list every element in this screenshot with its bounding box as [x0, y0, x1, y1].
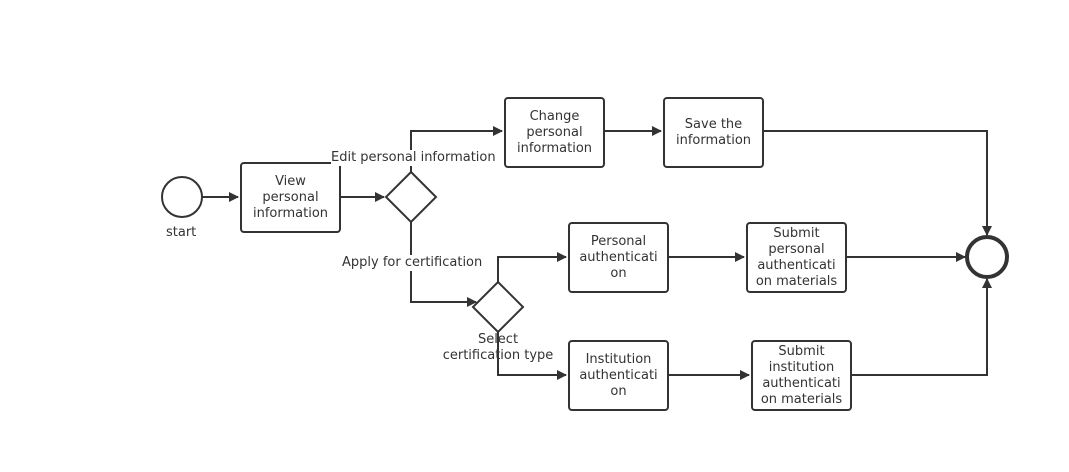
task-line: personal [526, 124, 583, 140]
start-event-label: start [166, 225, 197, 240]
task-line: on [610, 383, 627, 399]
task-line: authenticati [762, 375, 841, 391]
end-event [965, 235, 1009, 279]
task-line: on [610, 265, 627, 281]
task-line: institution [768, 359, 835, 375]
edit-branch-label: Edit personal information [331, 150, 496, 166]
task-line: information [516, 140, 593, 156]
task-line: Submit [778, 343, 825, 359]
task-submit-institution-materials: Submit institution authenticati on mater… [751, 340, 852, 411]
task-line: on materials [760, 391, 843, 407]
task-line: on materials [755, 273, 838, 289]
task-line: authenticati [579, 249, 658, 265]
task-line: Personal [590, 233, 647, 249]
task-line: Submit [773, 225, 820, 241]
gateway-label-line: certification type [442, 348, 554, 363]
flow-save-to-end [764, 130, 992, 236]
apply-branch-label: Apply for certification [342, 255, 483, 271]
flow-submit-institution-to-end [852, 278, 992, 376]
task-line: information [252, 205, 329, 221]
task-line: personal [768, 241, 825, 257]
flow-personal-branch [497, 252, 567, 282]
task-line: information [675, 132, 752, 148]
task-personal-authentication: Personal authenticati on [568, 222, 669, 293]
task-line: View [275, 173, 306, 189]
task-line: authenticati [757, 257, 836, 273]
gateway-certification-type [471, 280, 525, 334]
task-line: Institution [585, 351, 652, 367]
task-institution-authentication: Institution authenticati on [568, 340, 669, 411]
gateway-certification-label: Select certification type [440, 332, 556, 364]
gateway-label-line: Select [477, 332, 519, 347]
task-change-personal-information: Change personal information [504, 97, 605, 168]
task-line: Save the [684, 116, 743, 132]
task-line: Change [529, 108, 580, 124]
gateway-edit-or-apply [384, 170, 438, 224]
task-submit-personal-materials: Submit personal authenticati on material… [746, 222, 847, 293]
task-view-personal-information: View personal information [240, 162, 341, 233]
task-save-information: Save the information [663, 97, 764, 168]
flow-apply-branch [410, 222, 477, 307]
task-line: authenticati [579, 367, 658, 383]
task-line: personal [262, 189, 319, 205]
start-event [161, 176, 203, 218]
flow-institution-branch [497, 332, 567, 380]
